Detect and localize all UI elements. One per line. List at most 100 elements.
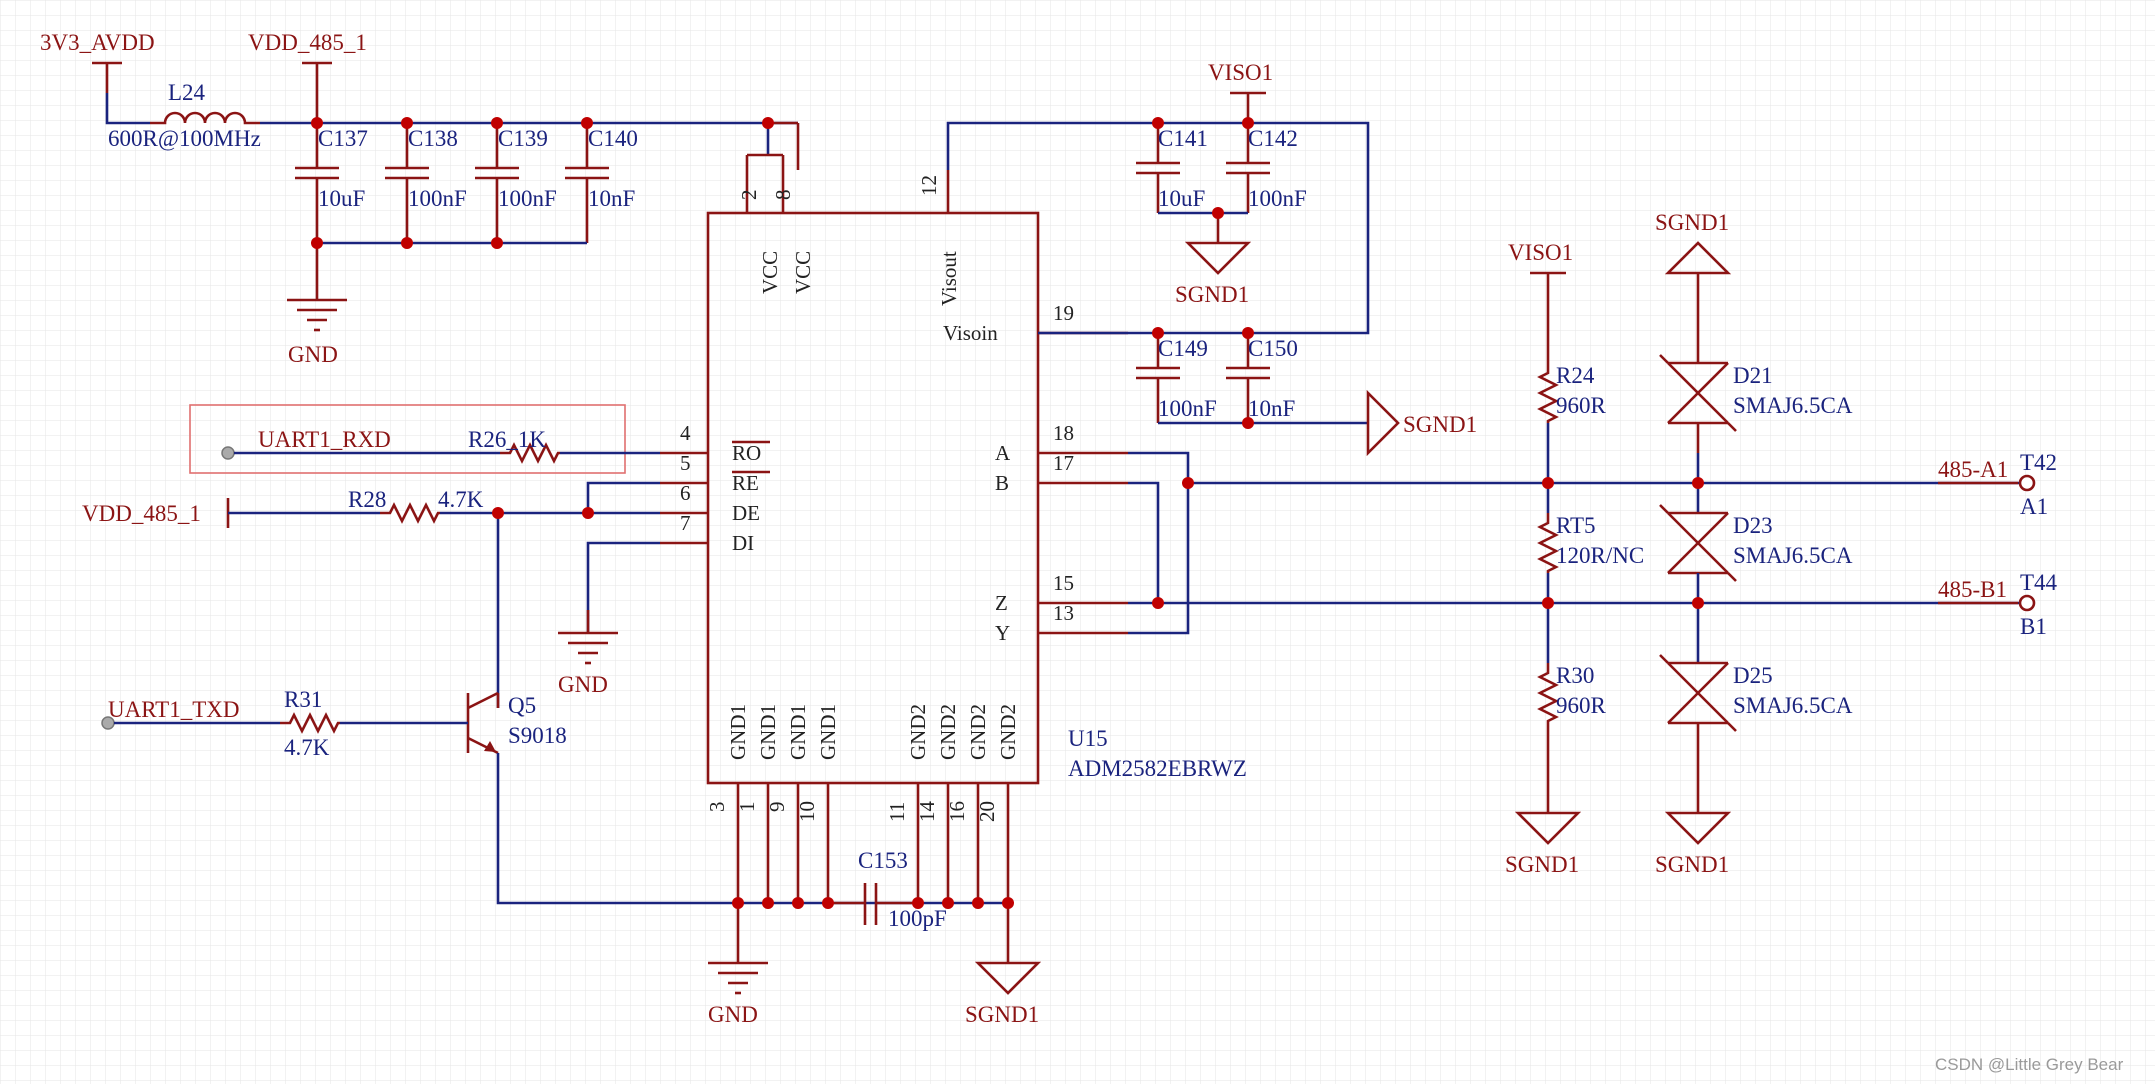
svg-text:D23: D23 — [1733, 513, 1773, 538]
pin-number-18: 18 — [1053, 421, 1074, 445]
terminal-t44[interactable]: T44 B1 — [2018, 570, 2058, 639]
power-viso1-top: VISO1 — [1208, 60, 1273, 123]
capacitor-c140[interactable]: C140 10nF — [565, 123, 638, 243]
svg-text:Q5: Q5 — [508, 693, 536, 718]
pin-name-ro: RO — [732, 441, 761, 465]
net-485-a1[interactable]: 485-A1 — [1938, 457, 2018, 485]
svg-text:T42: T42 — [2020, 450, 2057, 475]
svg-text:100pF: 100pF — [888, 906, 947, 931]
svg-text:C142: C142 — [1248, 126, 1298, 151]
junction-dots — [311, 117, 1704, 909]
svg-text:UART1_RXD: UART1_RXD — [258, 427, 391, 452]
power-viso1-right: VISO1 — [1508, 240, 1573, 363]
capacitor-c149[interactable]: C149 100nF — [1136, 333, 1217, 423]
svg-text:B1: B1 — [2020, 614, 2047, 639]
net-uart1-rxd[interactable]: UART1_RXD — [221, 427, 500, 460]
capacitor-c139[interactable]: C139 100nF — [475, 123, 557, 243]
svg-text:SGND1: SGND1 — [1175, 282, 1249, 307]
sgnd1-symbol-c150: SGND1 — [1366, 389, 1477, 457]
svg-text:10uF: 10uF — [1158, 186, 1205, 211]
inductor-l24[interactable]: L24 600R@100MHz — [108, 80, 261, 151]
pin-number-17: 17 — [1053, 451, 1074, 475]
pin-number-7: 7 — [680, 511, 691, 535]
resistor-r26[interactable]: R26_1K — [468, 427, 560, 464]
gnd-symbol-di: GND — [558, 610, 618, 697]
svg-text:C138: C138 — [408, 126, 458, 151]
svg-text:960R: 960R — [1556, 693, 1607, 718]
terminal-t42[interactable]: T42 A1 — [2018, 450, 2057, 519]
capacitor-c141[interactable]: C141 10uF — [1136, 123, 1208, 213]
svg-text:C140: C140 — [588, 126, 638, 151]
svg-text:R26_1K: R26_1K — [468, 427, 546, 452]
svg-text:100nF: 100nF — [1158, 396, 1217, 421]
tvs-diode-d23[interactable]: D23 SMAJ6.5CA — [1659, 504, 1853, 582]
pin-number-4: 4 — [680, 421, 691, 445]
capacitor-c150[interactable]: C150 10nF — [1226, 333, 1298, 423]
svg-text:C139: C139 — [498, 126, 548, 151]
pin-name-gnd2-b: GND2 — [936, 704, 960, 760]
net-uart1-txd[interactable]: UART1_TXD — [101, 697, 280, 730]
ic-u15[interactable]: VCC VCC Visout Visoin RO RE DE DI A B Z … — [660, 170, 1247, 903]
capacitor-c142[interactable]: C142 100nF — [1226, 123, 1307, 213]
svg-text:10nF: 10nF — [1248, 396, 1295, 421]
pin-number-9: 9 — [765, 802, 789, 813]
svg-text:485-B1: 485-B1 — [1938, 577, 2007, 602]
svg-text:100nF: 100nF — [408, 186, 467, 211]
gnd-symbol-gnd1: GND — [708, 961, 768, 1027]
resistor-r30[interactable]: R30 960R — [1537, 663, 1607, 723]
svg-text:SGND1: SGND1 — [1505, 852, 1579, 877]
svg-text:VISO1: VISO1 — [1508, 240, 1573, 265]
svg-text:T44: T44 — [2020, 570, 2058, 595]
svg-text:GND: GND — [558, 672, 608, 697]
svg-text:S9018: S9018 — [508, 723, 567, 748]
capacitor-c137[interactable]: C137 10uF — [295, 123, 368, 243]
pin-name-vcc-2: VCC — [791, 251, 815, 294]
svg-text:R24: R24 — [1556, 363, 1595, 388]
pin-number-8: 8 — [771, 190, 795, 201]
gnd-symbol-input: GND — [287, 298, 347, 367]
sgnd1-symbol-c141: SGND1 — [1175, 241, 1252, 307]
tvs-diode-d21[interactable]: D21 SMAJ6.5CA — [1659, 333, 1853, 453]
net-485-b1[interactable]: 485-B1 — [1938, 577, 2018, 605]
svg-text:R28: R28 — [348, 487, 386, 512]
pin-name-gnd2-d: GND2 — [996, 704, 1020, 760]
svg-text:SGND1: SGND1 — [1655, 852, 1729, 877]
svg-text:R31: R31 — [284, 687, 322, 712]
pin-number-12: 12 — [917, 175, 941, 196]
pin-name-gnd1-d: GND1 — [816, 704, 840, 760]
pin-number-16: 16 — [945, 801, 969, 822]
svg-text:SGND1: SGND1 — [965, 1002, 1039, 1027]
pin-number-14: 14 — [915, 801, 939, 823]
resistor-r31[interactable]: R31 4.7K — [280, 687, 340, 760]
pin-name-vcc-1: VCC — [758, 251, 782, 294]
watermark: CSDN @Little Grey Bear — [1935, 1055, 2124, 1074]
svg-text:UART1_TXD: UART1_TXD — [108, 697, 240, 722]
svg-text:SGND1: SGND1 — [1655, 210, 1729, 235]
pin-number-3: 3 — [705, 802, 729, 813]
pin-name-a: A — [995, 441, 1011, 465]
resistor-rt5[interactable]: RT5 120R/NC — [1537, 513, 1644, 573]
pin-number-20: 20 — [975, 801, 999, 822]
pin-number-13: 13 — [1053, 601, 1074, 625]
svg-text:10nF: 10nF — [588, 186, 635, 211]
resistor-r28[interactable]: R28 4.7K — [348, 487, 484, 524]
svg-text:4.7K: 4.7K — [438, 487, 484, 512]
svg-text:L24: L24 — [168, 80, 206, 105]
transistor-q5[interactable]: Q5 S9018 — [466, 691, 567, 755]
capacitor-c153[interactable]: C153 100pF — [828, 848, 947, 931]
resistor-r24[interactable]: R24 960R — [1537, 363, 1607, 423]
svg-text:100nF: 100nF — [1248, 186, 1307, 211]
svg-text:C153: C153 — [858, 848, 908, 873]
pin-name-visout: Visout — [937, 251, 961, 306]
svg-text:10uF: 10uF — [318, 186, 365, 211]
pin-number-15: 15 — [1053, 571, 1074, 595]
svg-text:960R: 960R — [1556, 393, 1607, 418]
ic-part: ADM2582EBRWZ — [1068, 756, 1247, 781]
pin-name-gnd2-c: GND2 — [966, 704, 990, 760]
capacitor-c138[interactable]: C138 100nF — [385, 123, 467, 243]
pin-name-b: B — [995, 471, 1009, 495]
pin-number-2: 2 — [737, 190, 761, 201]
sgnd1-symbol-d25: SGND1 — [1655, 811, 1732, 877]
